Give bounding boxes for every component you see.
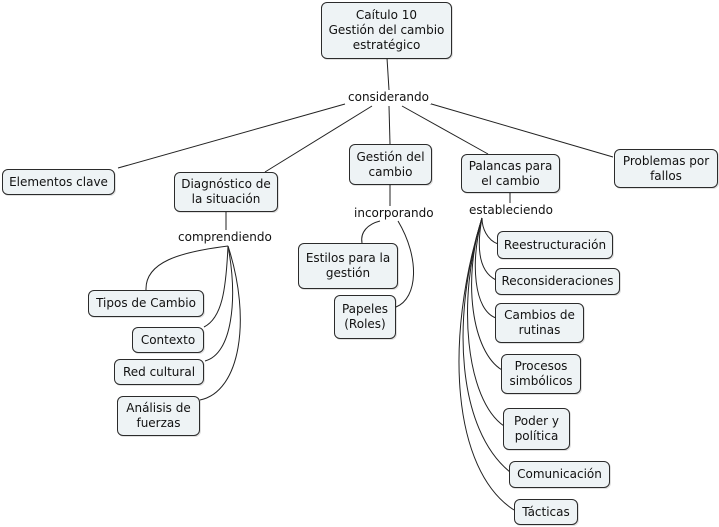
link-root-considerando bbox=[386, 57, 390, 91]
node-papeles-label: Papeles (Roles) bbox=[341, 302, 389, 331]
link-elementos-clave bbox=[117, 103, 346, 169]
node-comunicacion[interactable]: Comunicación bbox=[509, 461, 610, 488]
node-reestructuracion[interactable]: Reestructuración bbox=[497, 231, 613, 259]
root-label: Caítulo 10 Gestión del cambio estratégic… bbox=[328, 8, 445, 52]
node-simbolicos-label: Procesos simbólicos bbox=[509, 359, 573, 388]
link-contexto bbox=[203, 245, 229, 328]
link-label-estableciendo: estableciendo bbox=[467, 203, 555, 217]
link-gestion bbox=[388, 105, 391, 145]
node-cambios-de-rutinas[interactable]: Cambios de rutinas bbox=[495, 303, 584, 343]
link-poder bbox=[467, 217, 505, 427]
node-reestructuracion-label: Reestructuración bbox=[503, 237, 607, 252]
root-node[interactable]: Caítulo 10 Gestión del cambio estratégic… bbox=[321, 2, 452, 59]
link-label-comprendiendo: comprendiendo bbox=[176, 230, 274, 244]
node-problemas-label: Problemas por fallos bbox=[622, 153, 710, 183]
node-tacticas[interactable]: Tácticas bbox=[514, 499, 578, 525]
node-analisis-label: Análisis de fuerzas bbox=[126, 401, 191, 430]
link-rutinas bbox=[474, 217, 497, 319]
node-problemas[interactable]: Problemas por fallos bbox=[614, 149, 718, 188]
node-poder-y-politica[interactable]: Poder y política bbox=[503, 408, 570, 450]
link-red bbox=[204, 245, 233, 362]
node-contexto[interactable]: Contexto bbox=[132, 327, 204, 353]
node-gestion-label: Gestión del cambio bbox=[356, 149, 425, 179]
link-papeles bbox=[395, 220, 414, 308]
node-tipos-label: Tipos de Cambio bbox=[96, 296, 196, 310]
node-elementos-clave[interactable]: Elementos clave bbox=[2, 169, 115, 195]
node-reconsideraciones[interactable]: Reconsideraciones bbox=[495, 268, 620, 295]
node-diagnostico[interactable]: Diagnóstico de la situación bbox=[174, 172, 278, 212]
node-estilos-label: Estilos para la gestión bbox=[305, 251, 391, 280]
node-rutinas-label: Cambios de rutinas bbox=[504, 308, 575, 337]
link-analisis bbox=[199, 245, 241, 401]
link-tipos bbox=[145, 245, 229, 291]
node-palancas-label: Palancas para el cambio bbox=[468, 158, 553, 188]
link-estilos bbox=[361, 220, 381, 244]
link-problemas bbox=[427, 102, 614, 158]
node-reconsideraciones-label: Reconsideraciones bbox=[501, 274, 614, 288]
node-palancas[interactable]: Palancas para el cambio bbox=[461, 154, 560, 193]
link-label-considerando: considerando bbox=[346, 90, 431, 104]
link-label-incorporando: incorporando bbox=[352, 206, 436, 220]
node-tipos-de-cambio[interactable]: Tipos de Cambio bbox=[88, 290, 204, 317]
node-papeles[interactable]: Papeles (Roles) bbox=[334, 295, 396, 339]
node-contexto-label: Contexto bbox=[140, 332, 196, 347]
node-red-label: Red cultural bbox=[122, 364, 196, 379]
node-procesos-simbolicos[interactable]: Procesos simbólicos bbox=[501, 354, 581, 394]
node-diagnostico-label: Diagnóstico de la situación bbox=[181, 177, 271, 206]
node-red-cultural[interactable]: Red cultural bbox=[114, 359, 204, 385]
node-analisis-de-fuerzas[interactable]: Análisis de fuerzas bbox=[117, 396, 200, 436]
node-comunicacion-label: Comunicación bbox=[517, 467, 602, 481]
node-poder-label: Poder y política bbox=[514, 414, 559, 443]
link-palancas bbox=[401, 105, 489, 155]
link-tacticas bbox=[458, 217, 515, 511]
node-estilos[interactable]: Estilos para la gestión bbox=[298, 243, 398, 289]
node-elementos-clave-label: Elementos clave bbox=[9, 174, 108, 189]
node-gestion[interactable]: Gestión del cambio bbox=[349, 144, 432, 185]
link-diagnostico bbox=[264, 105, 373, 173]
link-reestructuracion bbox=[481, 217, 499, 245]
node-tacticas-label: Tácticas bbox=[522, 504, 570, 519]
link-reconsideraciones bbox=[478, 217, 497, 281]
